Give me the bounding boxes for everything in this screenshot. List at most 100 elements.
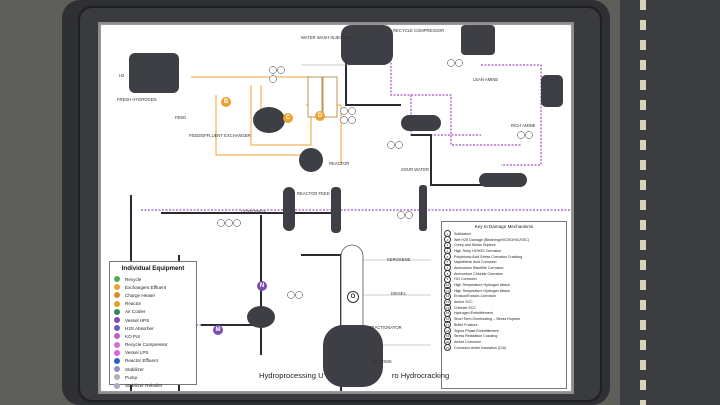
legend-item-label: Recycle Compressor [125, 342, 168, 348]
legend-color-swatch [114, 308, 120, 315]
legend-item-label: Stabilizer Reboiler [125, 383, 163, 389]
charge-heater-model[interactable] [253, 107, 285, 133]
legend-item-label: Reactor Effluent [125, 358, 158, 364]
vessel-badge-m[interactable]: M [213, 325, 223, 335]
recycle-compressor-model[interactable] [461, 25, 495, 55]
hps-vessel-model[interactable] [401, 115, 441, 131]
legend-item-label: Hydrotreating [125, 391, 153, 392]
vessel-badge-n[interactable]: N [257, 281, 267, 291]
fractionator-filter-b[interactable] [419, 185, 427, 231]
right-side-track [620, 0, 720, 405]
track-stripe [640, 0, 646, 405]
legend-color-swatch [114, 382, 120, 389]
process-diagram-board[interactable]: WATER WASH INJECTION RECYCLE COMPRESSOR … [100, 24, 572, 392]
reactor-feed-drum[interactable] [283, 187, 295, 231]
key-item-label: HCl Corrosion [454, 277, 477, 282]
key-item-label: Sigma Phase Embrittlement [454, 328, 499, 333]
legend-item: Stabilizer [114, 365, 196, 373]
legend-item-label: Stabilizer [125, 366, 144, 372]
legend-color-swatch [114, 349, 120, 356]
stabilizer-reboiler-model[interactable] [323, 325, 383, 387]
legend-color-swatch [114, 292, 120, 299]
label-fresh-hydrogen: FRESH HYDROGEN [117, 97, 157, 102]
legend-item: Hydrotreating [114, 390, 196, 392]
vessel-badge-c[interactable]: C [283, 113, 293, 123]
legend-color-swatch [114, 390, 120, 391]
legend-item: Pump [114, 373, 196, 381]
reactor-tower-2[interactable] [322, 76, 338, 118]
key-item-label: Wet H2S Damage (Blistering/HIC/SOHIC/SSC… [454, 237, 530, 242]
key-item-label: Corrosion Under Insulation (CUI) [454, 345, 507, 350]
legend-title: Individual Equipment [121, 265, 185, 272]
legend-color-swatch [114, 366, 120, 373]
legend-color-swatch [114, 357, 120, 364]
legend-item: Stabilizer Reboiler [114, 381, 196, 389]
key-item-label: Chloride SCC [454, 305, 476, 310]
label-h2: H2 [119, 73, 125, 78]
legend-item-label: Vessel LPS [125, 350, 149, 356]
fractionator-filter-a[interactable] [331, 187, 341, 233]
legend-item-label: Pump [125, 374, 138, 380]
legend-item-label: Exchangers Effluent [125, 284, 167, 290]
legend-item: Charge Heater [114, 291, 196, 299]
label-kerosene: KEROSENE [387, 257, 411, 262]
air-cooler-model[interactable] [341, 25, 393, 65]
vessel-badge-d[interactable]: D [315, 111, 325, 121]
legend-item-label: KO Pot [125, 333, 140, 339]
feed-pump-model[interactable] [129, 53, 179, 93]
label-recycle-compressor: RECYCLE COMPRESSOR [393, 28, 445, 33]
amine-unit-model[interactable] [541, 75, 563, 107]
key-item-number: 21 [444, 344, 451, 352]
legend-item-label: Reactor [125, 301, 142, 307]
label-light-ends: LIGHT ENDS [241, 209, 267, 214]
key-item-label: High Temperature Hydrogen Attack [454, 288, 510, 293]
legend-item: KO Pot [114, 332, 196, 340]
process-flow-diagram [129, 25, 571, 391]
key-item-label: High Temp H2/H2S Corrosion [454, 248, 502, 253]
key-item-label: Amine SCC [454, 300, 473, 305]
label-reactor-feed: REACTOR FEED [297, 191, 330, 196]
legend-item: Reactor [114, 300, 196, 308]
label-feed-exchanger: FEED/EFFLUENT EXCHANGER [189, 133, 251, 138]
key-item-label: Hydrogen Embrittlement [454, 311, 493, 316]
legend-item: Air Cooler [114, 308, 196, 316]
legend-color-swatch [114, 300, 120, 307]
footer-title-end: ro Hydrocracking [391, 371, 450, 380]
legend-color-swatch [114, 325, 120, 332]
legend-item-label: Vessel HPS [125, 317, 150, 323]
legend-item-label: Air Cooler [125, 309, 146, 315]
legend-item: H2S Absorber [114, 324, 196, 332]
legend-item: Exchangers Effluent [114, 283, 196, 291]
label-feed: FEED [175, 115, 187, 120]
diagram-footer-title: Hydroprocessing U ro Hydrocracking [259, 371, 449, 380]
label-water-wash: WATER WASH INJECTION [301, 35, 353, 40]
legend-item: Vessel LPS [114, 349, 196, 357]
key-item-label: Brittle Fracture [454, 322, 478, 327]
legend-item: Recycle [114, 275, 196, 283]
stabilizer-model[interactable] [247, 306, 275, 328]
key-item-label: Erosion/Erosion-Corrosion [454, 294, 497, 299]
legend-color-swatch [114, 341, 120, 348]
key-item-label: Sulfidation [454, 231, 471, 236]
label-lean-amine: LEAN AMINE [473, 77, 499, 82]
key-title: Key to Damage Mechanisms [474, 224, 534, 229]
legend-item-label: Charge Heater [125, 292, 156, 298]
label-sour-water: SOUR WATER [401, 167, 429, 172]
legend-item-label: H2S Absorber [125, 325, 154, 331]
key-item-label: Ammonium Chloride Corrosion [454, 271, 504, 276]
vessel-badge-b[interactable]: B [221, 97, 231, 107]
vessel-badge-o[interactable]: O [347, 291, 359, 303]
legend-item-label: Recycle [125, 276, 142, 282]
lps-vessel-model[interactable] [479, 173, 527, 187]
label-reactor: REACTOR [329, 161, 350, 166]
key-item-label: Amine Corrosion [454, 339, 481, 344]
legend-color-swatch [114, 276, 120, 283]
key-item-label: Polythionic Acid Stress Corrosion Cracki… [454, 254, 523, 259]
reactor-model[interactable] [299, 148, 323, 172]
label-bottoms: BOTTOMS [371, 359, 392, 364]
